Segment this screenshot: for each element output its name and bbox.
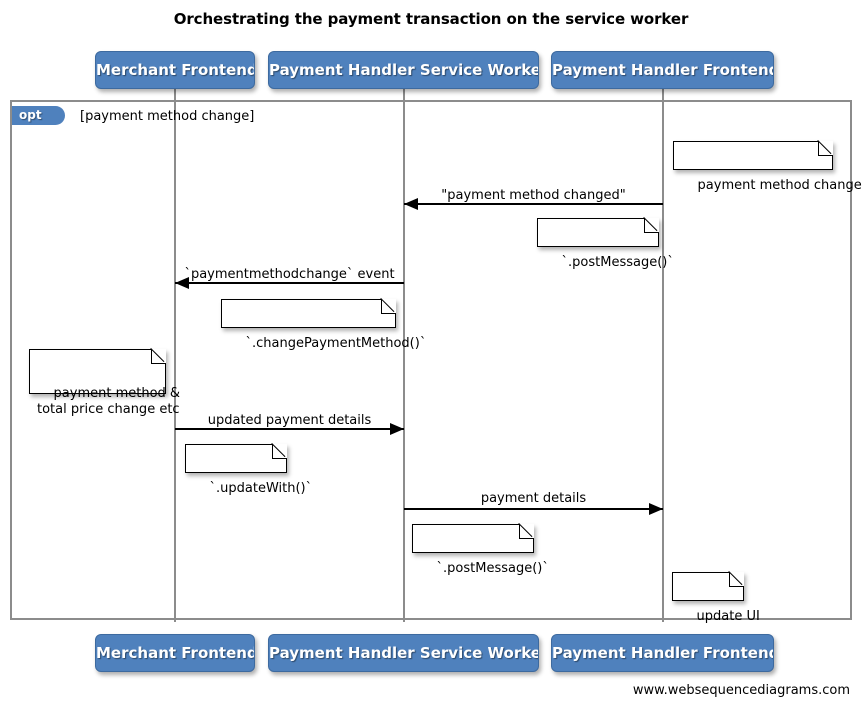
lifeline-payment-handler-frontend	[662, 88, 664, 622]
note-post-message-2: `.postMessage()`	[412, 524, 549, 576]
participant-payment-handler-service-worker-top[interactable]: Payment Handler Service Worker	[268, 51, 539, 89]
note-text: payment method changed	[697, 178, 862, 193]
opt-fragment-guard: [payment method change]	[80, 109, 255, 124]
message-label-paymentmethodchange-event: `paymentmethodchange` event	[184, 267, 395, 282]
note-price-change: payment method & total price change etc	[29, 349, 180, 417]
page-title: Orchestrating the payment transaction on…	[173, 10, 689, 28]
opt-fragment-tag: opt	[12, 106, 65, 125]
note-change-payment-method: `.changePaymentMethod()`	[221, 299, 426, 351]
note-text: `.postMessage()`	[561, 255, 674, 270]
note-post-message-1: `.postMessage()`	[537, 218, 674, 270]
message-line-payment-details	[404, 508, 663, 510]
note-fold-icon	[729, 572, 744, 587]
note-fold-icon	[818, 141, 833, 156]
note-text: update UI	[696, 609, 760, 624]
message-label-payment-method-changed: "payment method changed"	[441, 188, 626, 203]
participant-payment-handler-frontend-top[interactable]: Payment Handler Frontend	[551, 51, 774, 89]
participant-payment-handler-frontend-bottom[interactable]: Payment Handler Frontend	[551, 634, 774, 672]
participant-label: Payment Handler Service Worker	[269, 644, 539, 662]
lifeline-payment-handler-service-worker	[403, 88, 405, 622]
participant-payment-handler-service-worker-bottom[interactable]: Payment Handler Service Worker	[268, 634, 539, 672]
message-label-updated-payment-details: updated payment details	[207, 413, 372, 428]
participant-label: Payment Handler Frontend	[552, 644, 774, 662]
participant-merchant-frontend-top[interactable]: Merchant Frontend	[95, 51, 255, 89]
note-fold-icon	[644, 218, 659, 233]
note-fold-icon	[519, 524, 534, 539]
arrow-head-paymentmethodchange-event	[175, 277, 189, 289]
participant-label: Merchant Frontend	[96, 644, 255, 662]
note-text: `.updateWith()`	[209, 481, 313, 496]
arrow-head-updated-payment-details	[390, 423, 404, 435]
participant-label: Merchant Frontend	[96, 61, 255, 79]
note-update-with: `.updateWith()`	[185, 444, 312, 496]
message-line-updated-payment-details	[175, 428, 404, 430]
note-text: `.changePaymentMethod()`	[245, 336, 427, 351]
participant-label: Payment Handler Service Worker	[269, 61, 539, 79]
note-text: `.postMessage()`	[436, 561, 549, 576]
opt-fragment-frame	[10, 100, 852, 620]
note-payment-method-changed: payment method changed	[673, 141, 862, 193]
footer-attribution: www.websequencediagrams.com	[632, 683, 850, 698]
message-line-paymentmethodchange-event	[175, 282, 404, 284]
note-fold-icon	[272, 444, 287, 459]
message-line-payment-method-changed	[404, 203, 663, 205]
message-label-payment-details: payment details	[480, 491, 587, 506]
note-update-ui: update UI	[672, 572, 760, 624]
participant-merchant-frontend-bottom[interactable]: Merchant Frontend	[95, 634, 255, 672]
arrow-head-payment-details	[649, 503, 663, 515]
note-fold-icon	[151, 349, 166, 364]
note-text: payment method & total price change etc	[37, 386, 181, 417]
participant-label: Payment Handler Frontend	[552, 61, 774, 79]
note-fold-icon	[381, 299, 396, 314]
lifeline-merchant-frontend	[174, 88, 176, 622]
arrow-head-payment-method-changed	[404, 198, 418, 210]
